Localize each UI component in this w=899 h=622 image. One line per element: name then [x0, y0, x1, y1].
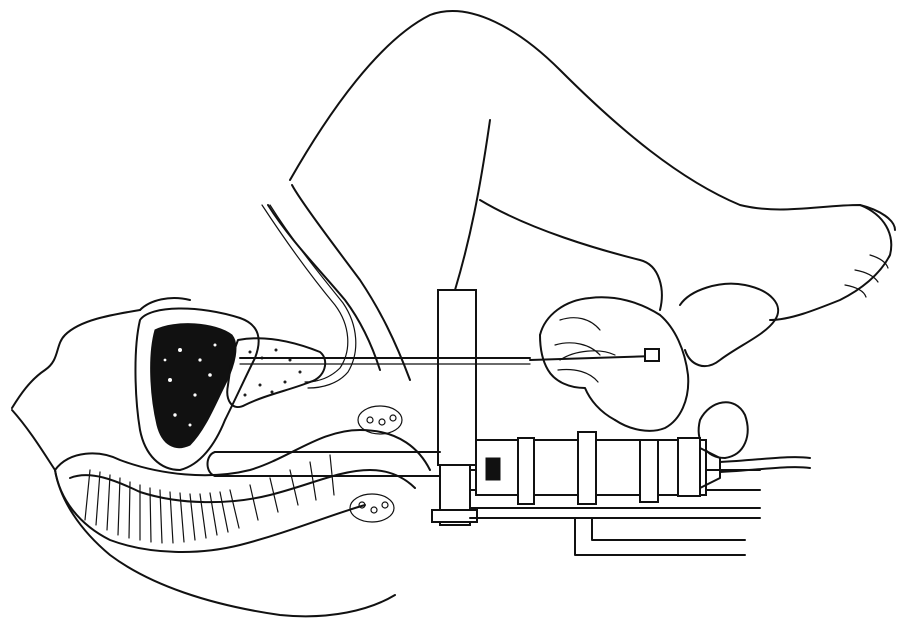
rectum [55, 430, 430, 552]
needle-guide-stepper [432, 290, 760, 555]
gland-marks [350, 406, 402, 522]
ultrasound-probe [208, 432, 811, 504]
operator-hand [540, 297, 688, 431]
scrotum [680, 284, 778, 458]
prostate [227, 338, 325, 407]
bladder [135, 308, 258, 470]
foot [770, 205, 891, 320]
patient-leg [268, 11, 895, 380]
